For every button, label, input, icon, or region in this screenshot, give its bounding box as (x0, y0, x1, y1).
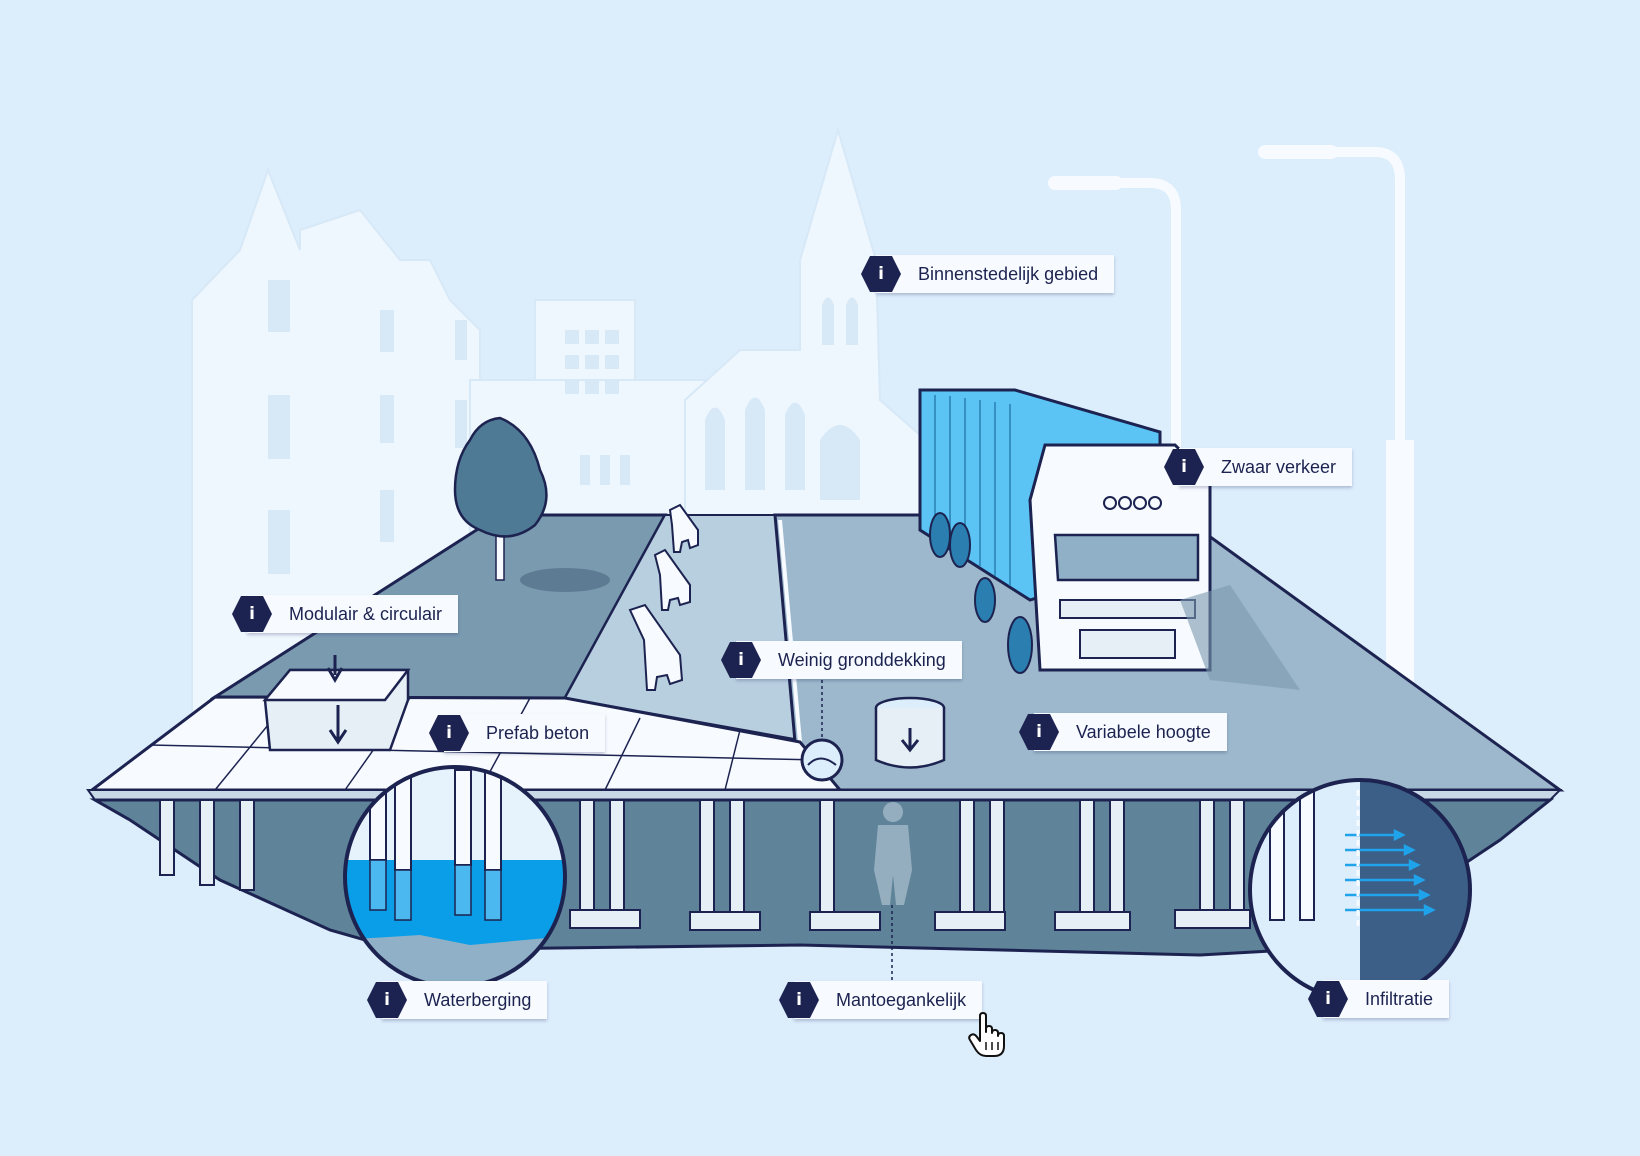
tree (453, 416, 610, 592)
benches (628, 503, 699, 691)
hotspot-zwaar-verkeer[interactable]: i Zwaar verkeer (1163, 447, 1353, 487)
street-lamps (1050, 147, 1405, 705)
info-icon: i (1307, 980, 1349, 1018)
hotspot-waterberging[interactable]: i Waterberging (366, 980, 548, 1020)
hotspot-label: Prefab beton (444, 714, 606, 752)
info-icon: i (778, 981, 820, 1019)
road-curb (778, 519, 802, 743)
hotspot-binnenstedelijk-gebied[interactable]: i Binnenstedelijk gebied (860, 254, 1115, 294)
hotspot-label: Modulair & circulair (247, 595, 459, 633)
hotspot-infiltratie[interactable]: i Infiltratie (1307, 979, 1450, 1019)
hotspot-prefab-beton[interactable]: i Prefab beton (428, 713, 606, 753)
hotspot-label: Zwaar verkeer (1179, 448, 1353, 486)
person-figure (874, 802, 912, 905)
info-icon: i (366, 981, 408, 1019)
hotspot-mantoegankelijk[interactable]: i Mantoegankelijk (778, 980, 983, 1020)
hotspot-label: Binnenstedelijk gebied (876, 255, 1115, 293)
hotspot-label: Mantoegankelijk (794, 981, 983, 1019)
info-icon: i (860, 255, 902, 293)
skyline-windows (268, 280, 860, 574)
info-icon: i (428, 714, 470, 752)
hotspot-variabele-hoogte[interactable]: i Variabele hoogte (1018, 712, 1227, 752)
info-icon: i (231, 595, 273, 633)
height-cylinder (874, 696, 946, 769)
hotspot-weinig-gronddekking[interactable]: i Weinig gronddekking (720, 640, 962, 680)
lamp-heads (1048, 145, 1414, 700)
hotspot-modulair-circulair[interactable]: i Modulair & circulair (231, 594, 459, 634)
curb-magnifier (800, 680, 844, 782)
info-icon: i (720, 641, 762, 679)
info-icon: i (1163, 448, 1205, 486)
info-icon: i (1018, 713, 1060, 751)
hand-pointer-icon (968, 1012, 1005, 1057)
support-pillars (159, 799, 1245, 916)
modular-unit (262, 655, 411, 752)
truck (918, 388, 1300, 690)
pillar-footings (569, 909, 1251, 931)
hotspot-label: Variabele hoogte (1034, 713, 1227, 751)
hotspot-label: Weinig gronddekking (736, 641, 962, 679)
hotspot-label: Waterberging (382, 981, 548, 1019)
